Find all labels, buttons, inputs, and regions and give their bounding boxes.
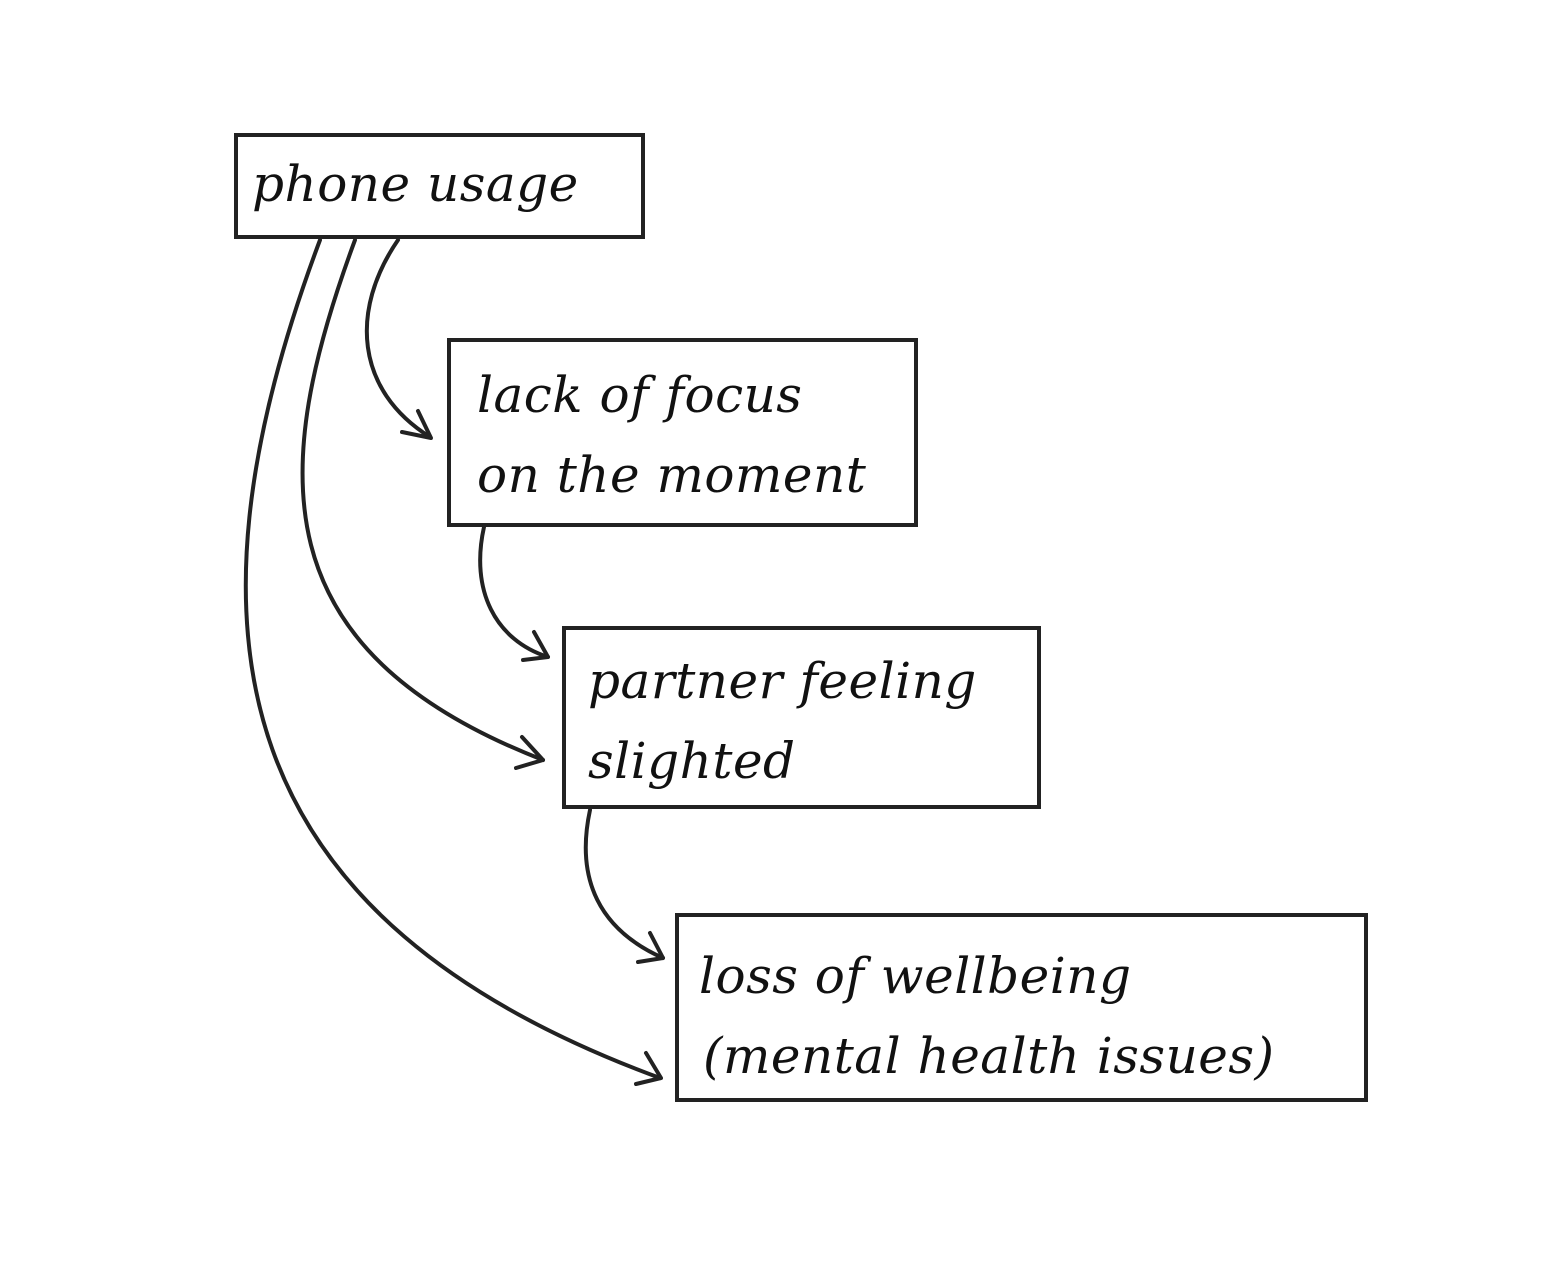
edge-curve [364,238,432,439]
node-lack-of-focus-line-2: on the moment [477,446,867,504]
node-partner-slighted: partner feeling slighted [562,626,1041,809]
edge-partner-slighted-to-loss-of-wellbeing [583,808,665,964]
edge-curve [300,238,545,762]
node-phone-usage-line-1: phone usage [252,155,579,213]
arrowhead-icon [521,630,550,662]
node-loss-of-wellbeing-line-1: loss of wellbeing [699,947,1132,1005]
edge-phone-usage-to-lack-of-focus [364,238,433,440]
edge-curve [243,238,662,1080]
node-partner-slighted-line-1: partner feeling [588,652,977,710]
arrowhead-icon [400,409,433,440]
edge-curve [478,525,550,659]
node-partner-slighted-line-2: slighted [588,732,796,790]
node-lack-of-focus-line-1: lack of focus [477,366,803,424]
arrowhead-icon [636,931,665,964]
node-loss-of-wellbeing: loss of wellbeing (mental health issues) [675,913,1368,1102]
edge-phone-usage-to-loss-of-wellbeing [243,238,663,1086]
node-phone-usage: phone usage [234,133,645,239]
node-loss-of-wellbeing-line-2: (mental health issues) [703,1027,1275,1085]
edge-curve [583,808,665,960]
node-lack-of-focus: lack of focus on the moment [447,338,918,527]
edge-lack-of-focus-to-partner-slighted [478,525,550,662]
edge-phone-usage-to-partner-slighted [300,238,545,770]
arrowhead-icon [634,1051,663,1086]
arrowhead-icon [514,735,545,770]
